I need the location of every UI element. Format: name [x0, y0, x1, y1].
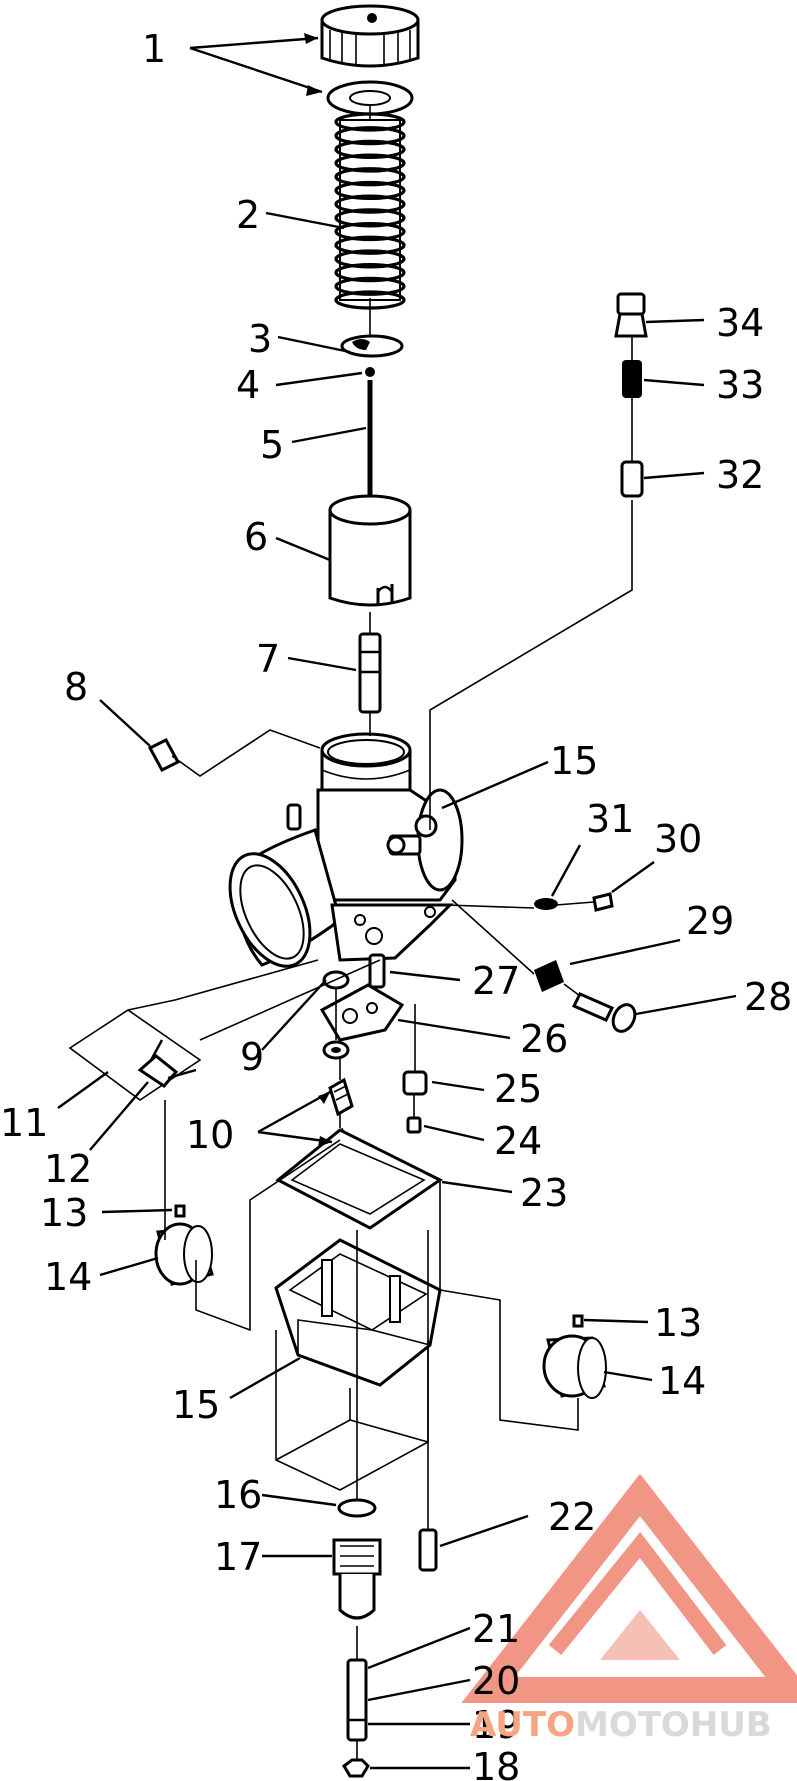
- callout-34: 34: [716, 301, 764, 345]
- part-4-clip: [365, 367, 375, 377]
- callout-13-left: 13: [40, 1191, 88, 1235]
- leader-lines: [57, 36, 737, 1770]
- part-18-main-jet: [342, 1758, 370, 1778]
- spring-coil: [334, 276, 406, 296]
- callout-5: 5: [260, 423, 284, 467]
- watermark-text-accent: AUTO: [470, 1705, 575, 1745]
- callout-6: 6: [244, 515, 268, 559]
- callout-33: 33: [716, 363, 764, 407]
- part-15-float-bowl: [274, 1238, 442, 1387]
- callout-22: 22: [548, 1495, 596, 1539]
- spring-coil: [334, 221, 406, 242]
- callout-29: 29: [686, 899, 734, 943]
- callout-19: 19: [472, 1703, 520, 1747]
- callout-16: 16: [214, 1473, 262, 1517]
- part-16-oring: [337, 1498, 377, 1518]
- part-30-screw: [592, 892, 614, 912]
- callout-21: 21: [472, 1607, 520, 1651]
- spring-coil: [334, 180, 406, 201]
- callout-3: 3: [248, 317, 272, 361]
- callout-1: 1: [142, 27, 166, 71]
- callout-17: 17: [214, 1535, 262, 1579]
- watermark-text-main: MOTOHUB: [575, 1705, 772, 1745]
- part-17-drain-plug: [332, 1538, 382, 1620]
- callout-27: 27: [472, 959, 520, 1003]
- callout-2: 2: [236, 193, 260, 237]
- callout-25: 25: [494, 1067, 542, 1111]
- spring-coil: [334, 153, 406, 173]
- part-13-pin-right: [572, 1314, 584, 1328]
- watermark-text: AUTOMOTOHUB: [470, 1705, 772, 1745]
- callout-11: 11: [0, 1101, 48, 1145]
- part-21-main-jet-tube: [346, 1658, 368, 1742]
- callout-18: 18: [472, 1745, 520, 1781]
- callout-13-right: 13: [654, 1301, 702, 1345]
- part-8-screw: [147, 738, 181, 772]
- part-28-idle-screw: [571, 992, 637, 1033]
- part-32-plunger: [620, 460, 644, 498]
- arrow-head-1b: [306, 85, 322, 96]
- part-12-clip: [137, 1039, 197, 1088]
- callout-4: 4: [236, 363, 260, 407]
- part-13-pin-left: [174, 1204, 186, 1218]
- part-31-spring: [534, 898, 558, 910]
- spring-coil: [334, 139, 406, 159]
- part-6-throttle-slide: [328, 494, 412, 607]
- callout-30: 30: [654, 817, 702, 861]
- callout-10: 10: [186, 1113, 234, 1157]
- spring-coil: [334, 263, 406, 283]
- part-25-bushing: [402, 1070, 428, 1096]
- spring-coil: [334, 235, 406, 255]
- callout-15-bottom: 15: [172, 1383, 220, 1427]
- spring-coil: [334, 249, 406, 269]
- arrow-head-1a: [304, 33, 318, 44]
- callout-23: 23: [520, 1171, 568, 1215]
- callout-14-left: 14: [44, 1255, 92, 1299]
- part-26-float-arm: [319, 983, 405, 1042]
- spring-coil: [334, 167, 406, 187]
- callout-12: 12: [44, 1147, 92, 1191]
- assembly-lines: [127, 106, 633, 1760]
- callout-8: 8: [64, 665, 88, 709]
- part-7-needle-jet: [358, 632, 382, 714]
- callout-20: 20: [472, 1659, 520, 1703]
- part-15-carburetor-body: [228, 732, 464, 968]
- part-24-jet: [406, 1116, 422, 1134]
- callout-9: 9: [240, 1035, 264, 1079]
- part-3-retainer: [340, 334, 404, 358]
- callout-32: 32: [716, 453, 764, 497]
- watermark-logo: [461, 1473, 797, 1703]
- part-1-cap: [320, 4, 420, 116]
- callout-31: 31: [586, 797, 634, 841]
- callout-15-top: 15: [550, 739, 598, 783]
- callout-7: 7: [256, 637, 280, 681]
- arrow-head-10a: [318, 1092, 330, 1104]
- spring-coil: [334, 194, 406, 214]
- callout-24: 24: [494, 1119, 542, 1163]
- callout-26: 26: [520, 1017, 568, 1061]
- part-29-spring: [534, 960, 564, 992]
- arrow-head-10b: [318, 1136, 332, 1147]
- part-22-screw: [418, 1528, 438, 1572]
- part-23-gasket: [275, 1128, 443, 1230]
- spring-coil: [334, 208, 406, 228]
- callout-28: 28: [744, 975, 792, 1019]
- part-34-fitting: [614, 292, 648, 338]
- spring-coil: [334, 126, 406, 146]
- callout-14-right: 14: [658, 1359, 706, 1403]
- part-2-spring: [334, 112, 406, 310]
- part-14-float-left: [154, 1222, 214, 1286]
- part-11-bracket: [68, 1009, 202, 1101]
- part-27-pilot-jet: [368, 953, 386, 989]
- part-14-float-right: [542, 1334, 607, 1399]
- part-33-spring: [622, 360, 642, 398]
- callout-labels: 1 2 3 4 5 6 7 8 9 10 11 12 13 14 15 15 1…: [0, 27, 792, 1781]
